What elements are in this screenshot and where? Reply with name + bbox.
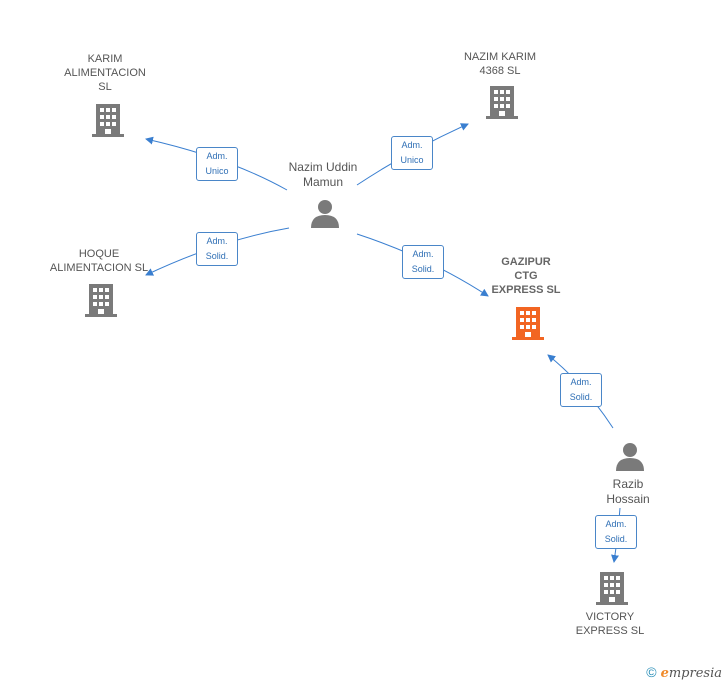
building-icon[interactable]	[486, 84, 518, 125]
building-icon[interactable]	[512, 305, 544, 346]
copyright-icon: ©	[646, 664, 657, 680]
node-label-nazim-uddin[interactable]: Nazim Uddin Mamun	[288, 160, 358, 189]
node-label-nazim-karim[interactable]: NAZIM KARIM 4368 SL	[463, 51, 537, 77]
role-badge-adm-solid[interactable]: Adm. Solid.	[402, 245, 444, 279]
node-label-hoque[interactable]: HOQUE ALIMENTACION SL	[49, 248, 149, 274]
node-label-victory[interactable]: VICTORY EXPRESS SL	[575, 611, 645, 637]
person-icon[interactable]	[310, 198, 340, 233]
node-label-gazipur[interactable]: GAZIPUR CTG EXPRESS SL	[491, 256, 561, 296]
building-icon[interactable]	[85, 282, 117, 323]
brand-logo: empresia	[660, 666, 722, 681]
node-label-razib[interactable]: Razib Hossain	[606, 477, 650, 506]
role-badge-adm-solid[interactable]: Adm. Solid.	[560, 373, 602, 407]
role-badge-adm-solid[interactable]: Adm. Solid.	[595, 515, 637, 549]
footer-watermark: ©empresia	[646, 664, 722, 681]
role-badge-adm-solid[interactable]: Adm. Solid.	[196, 232, 238, 266]
person-icon[interactable]	[615, 441, 645, 476]
role-badge-adm-unico[interactable]: Adm. Unico	[196, 147, 238, 181]
building-icon[interactable]	[596, 570, 628, 611]
role-badge-adm-unico[interactable]: Adm. Unico	[391, 136, 433, 170]
building-icon[interactable]	[92, 102, 124, 143]
node-label-karim[interactable]: KARIM ALIMENTACION SL	[64, 53, 146, 93]
